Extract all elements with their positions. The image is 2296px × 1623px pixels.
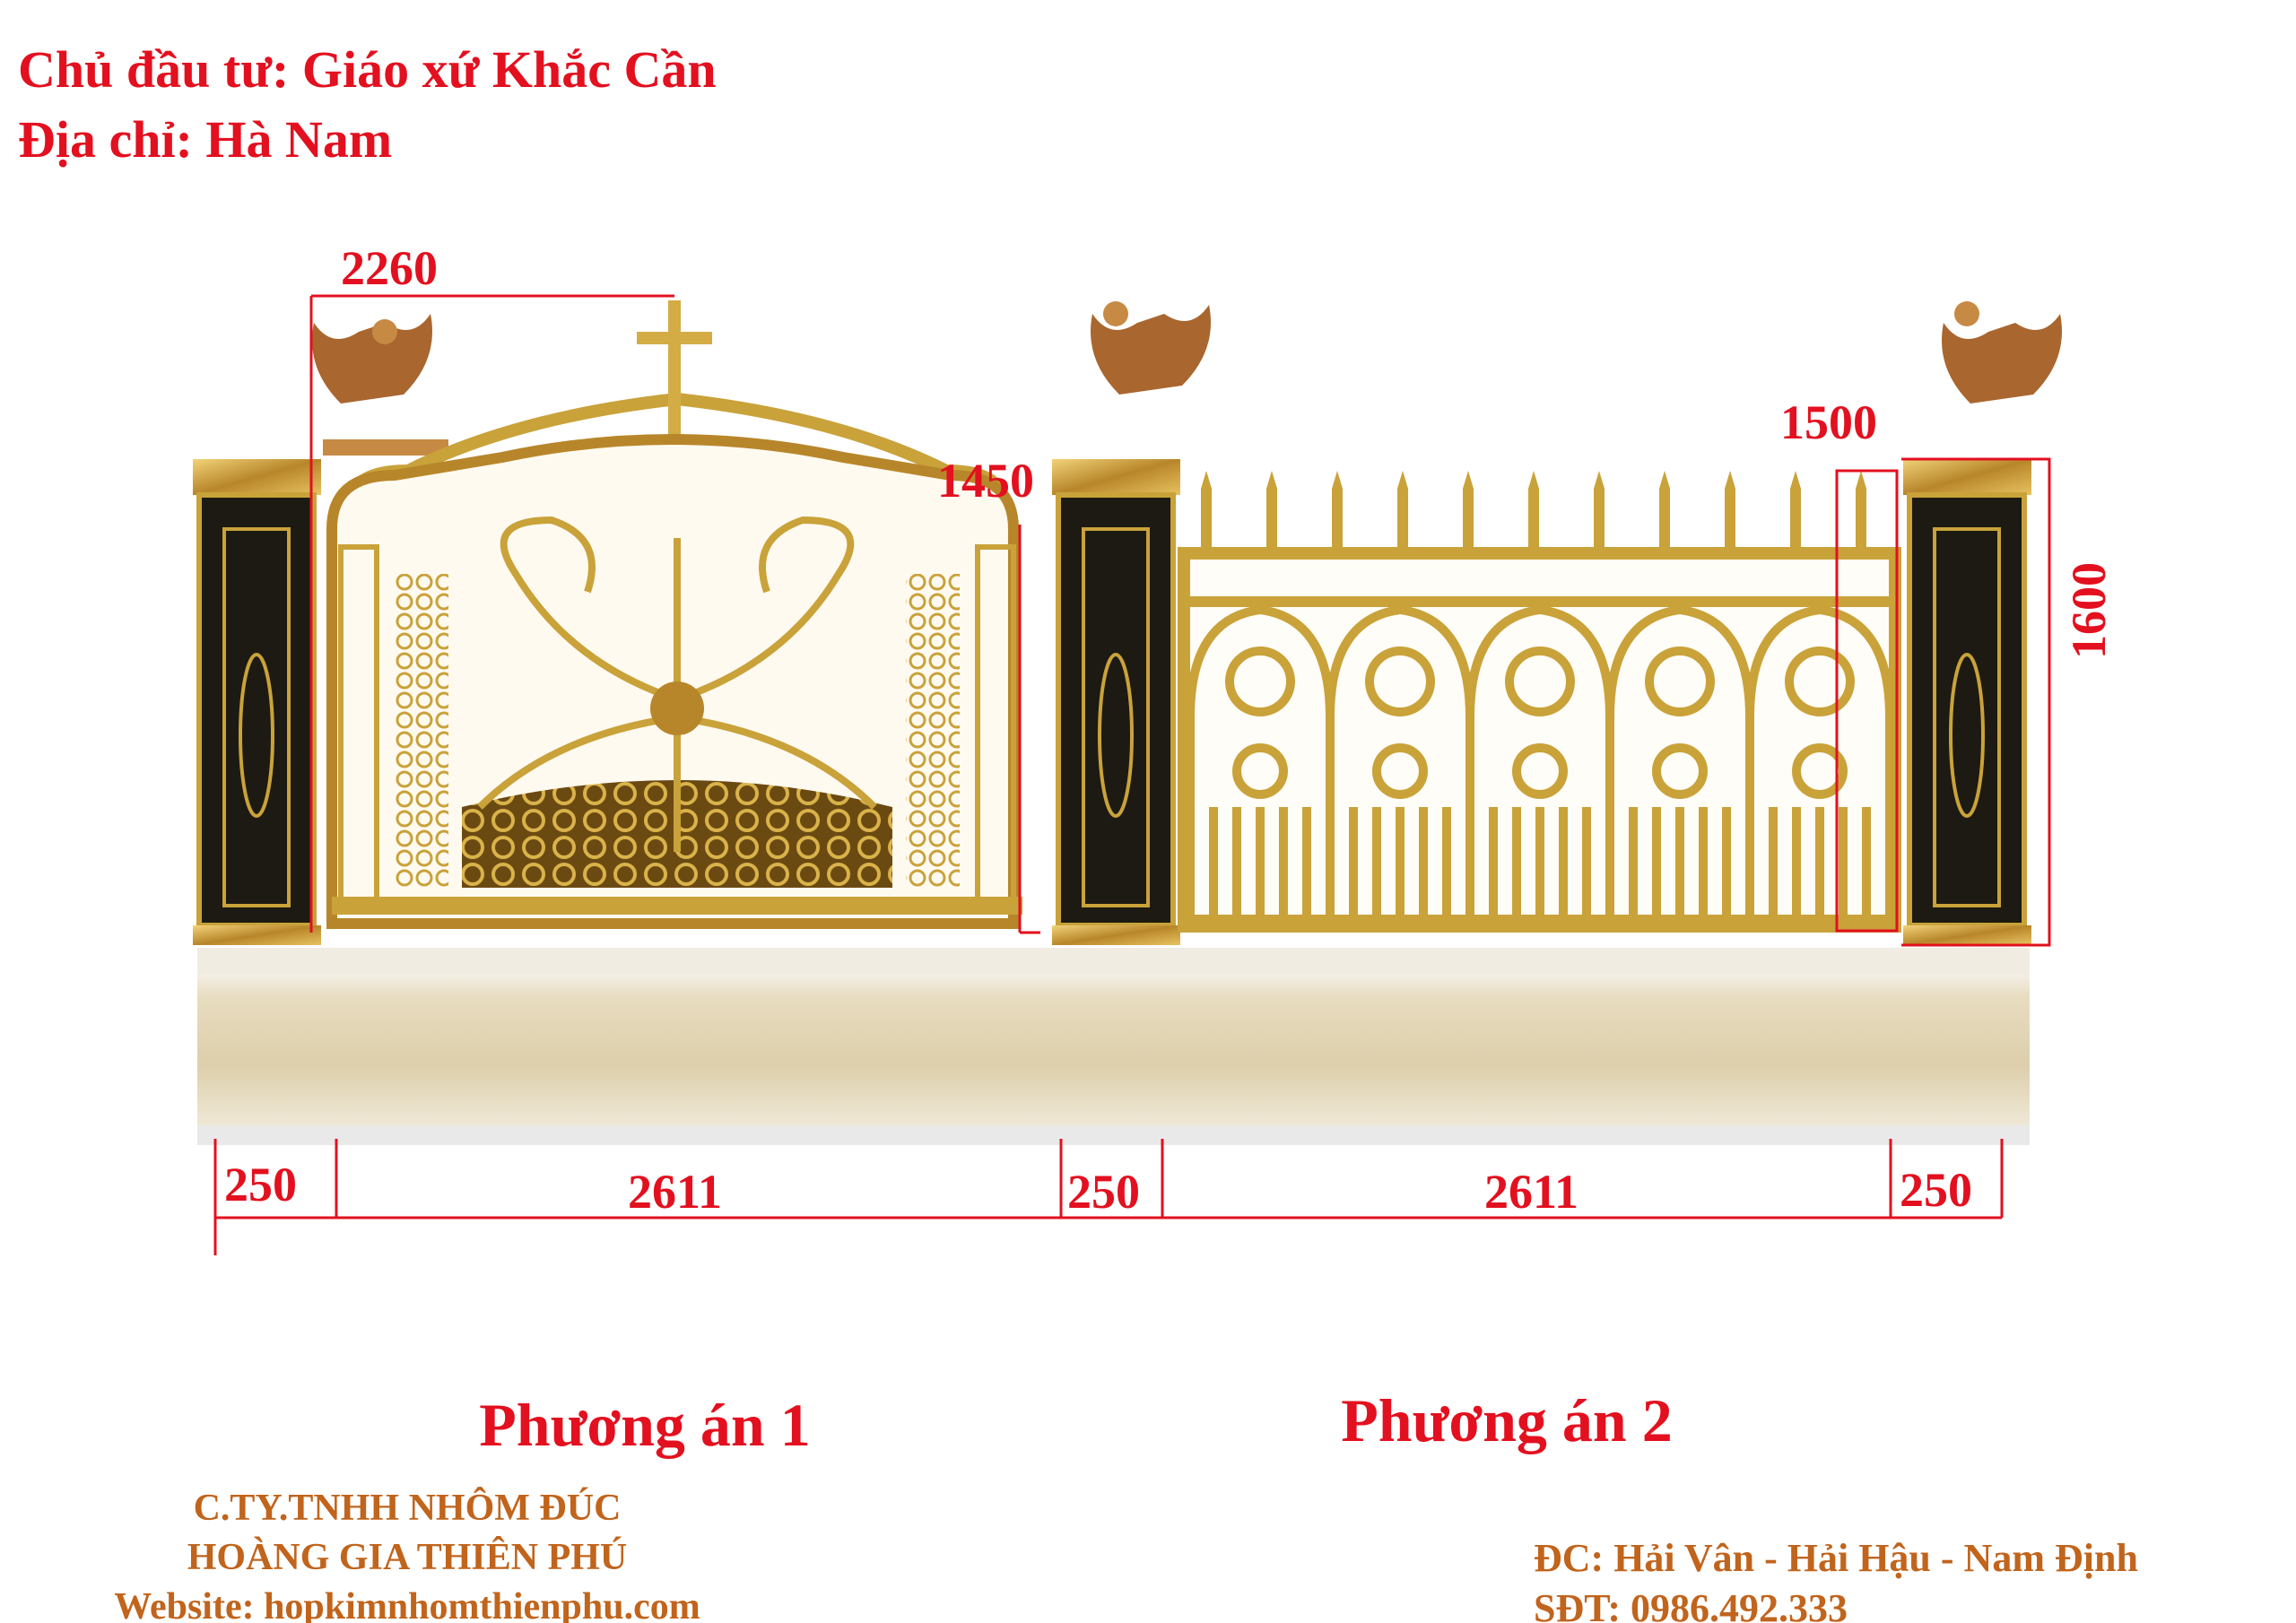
dim-bottom-5: 250 xyxy=(1900,1163,1972,1217)
dim-bottom-3: 250 xyxy=(1067,1165,1140,1219)
quatrefoil-ornament xyxy=(1372,743,1428,799)
fence-arch xyxy=(1326,604,1474,915)
dim-gate-height: 1450 xyxy=(937,454,1034,508)
fence-arch xyxy=(1605,604,1754,915)
fence-spike xyxy=(1528,471,1539,547)
gate-option-1 xyxy=(326,300,1022,929)
pillar-middle xyxy=(1052,301,1211,945)
company-name-1: C.TY.TNHH NHÔM ĐÚC xyxy=(193,1488,622,1529)
quatrefoil-ornament xyxy=(1645,647,1715,716)
quatrefoil-ornament xyxy=(1652,743,1708,799)
company-address: ĐC: Hải Vân - Hải Hậu - Nam Định xyxy=(1534,1536,2138,1580)
fence-spike xyxy=(1463,471,1474,547)
fence-arch xyxy=(1465,604,1614,915)
quatrefoil-ornament xyxy=(1505,647,1575,716)
fence-arch xyxy=(1186,604,1335,915)
fence-spike xyxy=(1856,471,1866,547)
quatrefoil-ornament xyxy=(1225,647,1295,716)
pillar-right xyxy=(1903,301,2062,945)
address-label: Địa chỉ: Hà Nam xyxy=(18,110,393,169)
pillar-left xyxy=(193,314,448,945)
dimension-lines xyxy=(213,294,2051,1255)
fence-option-2 xyxy=(1178,471,1901,933)
dim-bottom-2: 2611 xyxy=(628,1165,723,1219)
quatrefoil-ornament xyxy=(1785,647,1855,716)
fence-spike xyxy=(1790,471,1801,547)
option-2-label: Phương án 2 xyxy=(1341,1386,1673,1454)
quatrefoil-ornament xyxy=(1512,743,1568,799)
quatrefoil-ornament xyxy=(1792,743,1848,799)
company-website: Website: hopkimnhomthienphu.com xyxy=(114,1586,700,1623)
fence-spike xyxy=(1332,471,1343,547)
dim-bottom-4: 2611 xyxy=(1484,1165,1579,1219)
quatrefoil-ornament xyxy=(1232,743,1288,799)
fence-spike xyxy=(1201,471,1212,547)
company-phone: SĐT: 0986.492.333 xyxy=(1534,1586,1848,1623)
fence-spike xyxy=(1397,471,1408,547)
owner-label: Chủ đầu tư: Giáo xứ Khắc Cần xyxy=(18,40,717,99)
dim-total-height: 1600 xyxy=(2062,562,2116,659)
base-wall xyxy=(197,948,2030,1145)
fence-spike xyxy=(1659,471,1670,547)
dim-bottom-1: 250 xyxy=(224,1158,297,1211)
quatrefoil-ornament xyxy=(1365,647,1435,716)
dim-gate-width: 2260 xyxy=(341,241,438,295)
dim-fence-height: 1500 xyxy=(1780,395,1877,449)
fence-spike xyxy=(1266,471,1277,547)
fence-spike xyxy=(1725,471,1735,547)
option-1-label: Phương án 1 xyxy=(479,1391,811,1459)
company-name-2: HOÀNG GIA THIÊN PHÚ xyxy=(187,1537,628,1578)
fence-spike xyxy=(1594,471,1605,547)
fence-arch xyxy=(1745,604,1894,915)
